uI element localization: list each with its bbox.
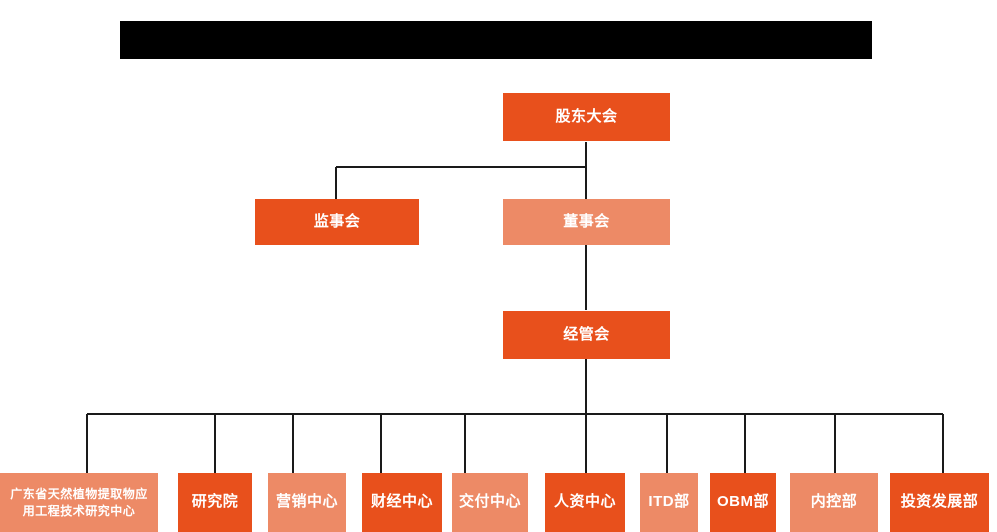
node-board-of-directors[interactable]: 董事会 bbox=[503, 199, 670, 245]
node-label: ITD部 bbox=[648, 493, 690, 511]
node-label-line2: 用工程技术研究中心 bbox=[22, 503, 136, 518]
node-obm-department[interactable]: OBM部 bbox=[710, 473, 776, 532]
node-board-of-supervisors[interactable]: 监事会 bbox=[255, 199, 419, 245]
node-guangdong-research-center[interactable]: 广东省天然植物提取物应 用工程技术研究中心 bbox=[0, 473, 158, 532]
redacted-title-bar bbox=[120, 21, 872, 59]
node-label: 内控部 bbox=[810, 493, 858, 511]
node-shareholders-meeting[interactable]: 股东大会 bbox=[503, 93, 670, 141]
node-label: 经管会 bbox=[563, 325, 610, 343]
node-management-committee[interactable]: 经管会 bbox=[503, 311, 670, 359]
node-research-institute[interactable]: 研究院 bbox=[178, 473, 252, 532]
node-itd-department[interactable]: ITD部 bbox=[640, 473, 698, 532]
node-investment-development-department[interactable]: 投资发展部 bbox=[890, 473, 989, 532]
node-label-line1: 广东省天然植物提取物应 bbox=[10, 487, 148, 502]
node-label: 监事会 bbox=[313, 212, 361, 230]
node-label: 股东大会 bbox=[555, 107, 618, 125]
node-label: 财经中心 bbox=[370, 493, 433, 511]
node-label: 人资中心 bbox=[553, 493, 616, 511]
node-label: 营销中心 bbox=[275, 493, 338, 511]
node-label: OBM部 bbox=[717, 493, 769, 511]
node-internal-control-department[interactable]: 内控部 bbox=[790, 473, 878, 532]
node-label: 投资发展部 bbox=[900, 493, 979, 511]
node-hr-center[interactable]: 人资中心 bbox=[545, 473, 625, 532]
node-marketing-center[interactable]: 营销中心 bbox=[268, 473, 346, 532]
node-label: 研究院 bbox=[191, 493, 239, 511]
node-label: 董事会 bbox=[563, 212, 610, 230]
node-finance-center[interactable]: 财经中心 bbox=[362, 473, 442, 532]
node-label: 交付中心 bbox=[458, 493, 521, 511]
node-delivery-center[interactable]: 交付中心 bbox=[452, 473, 528, 532]
